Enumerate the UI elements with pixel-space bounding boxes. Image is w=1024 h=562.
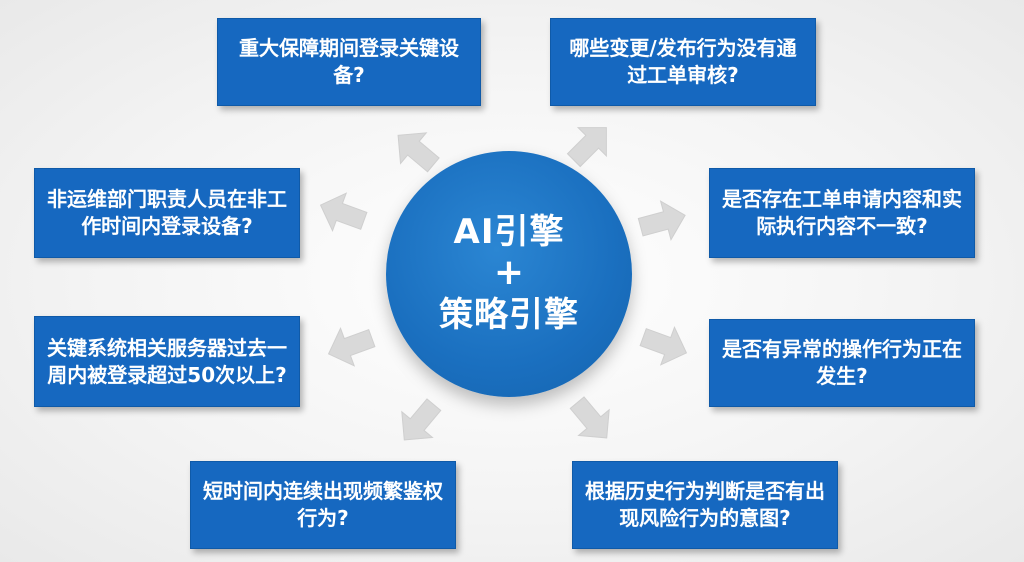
arrow-left-lower	[327, 326, 376, 367]
question-text: 是否有异常的操作行为正在发生?	[722, 337, 962, 388]
question-box-frequent-login: 关键系统相关服务器过去一周内被登录超过50次以上?	[34, 316, 300, 407]
question-text: 关键系统相关服务器过去一周内被登录超过50次以上?	[47, 335, 287, 387]
question-box-abnormal-operation: 是否有异常的操作行为正在发生?	[709, 319, 975, 407]
question-text: 哪些变更/发布行为没有通过工单审核?	[569, 36, 797, 87]
center-plus-sign: +	[493, 252, 525, 293]
arrow-right-upper	[637, 200, 686, 242]
center-title-ai-engine: AI引擎	[453, 212, 565, 252]
question-box-frequent-auth: 短时间内连续出现频繁鉴权行为?	[190, 461, 456, 549]
question-text: 短时间内连续出现频繁鉴权行为?	[203, 479, 443, 530]
arrow-bottom-right	[569, 396, 610, 439]
question-text: 根据历史行为判断是否有出现风险行为的意图?	[585, 479, 825, 530]
question-box-key-device-login: 重大保障期间登录关键设备?	[217, 18, 481, 106]
question-box-offhours-login: 非运维部门职责人员在非工作时间内登录设备?	[34, 168, 300, 258]
arrow-top-right	[566, 127, 607, 168]
arrow-bottom-left	[401, 398, 442, 441]
question-text: 非运维部门职责人员在非工作时间内登录设备?	[47, 187, 287, 238]
arrow-right-lower	[639, 325, 688, 366]
arrow-top-left	[397, 132, 440, 173]
center-engine-circle: AI引擎 + 策略引擎	[386, 151, 632, 397]
center-title-policy-engine: 策略引擎	[439, 295, 579, 335]
question-box-risk-intent: 根据历史行为判断是否有出现风险行为的意图?	[572, 461, 838, 549]
arrow-left-upper	[319, 192, 368, 233]
question-text: 是否存在工单申请内容和实际执行内容不一致?	[722, 187, 962, 238]
question-text: 重大保障期间登录关键设备?	[239, 36, 459, 87]
question-box-ticket-mismatch: 是否存在工单申请内容和实际执行内容不一致?	[709, 168, 975, 258]
question-box-unreviewed-change: 哪些变更/发布行为没有通过工单审核?	[550, 18, 816, 106]
